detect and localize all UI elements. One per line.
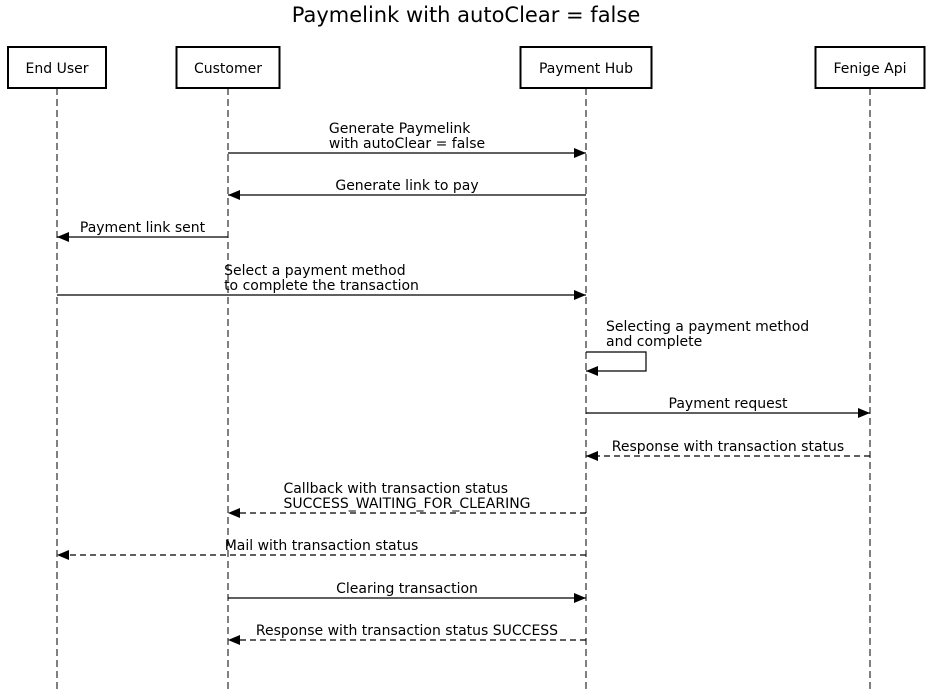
participant-box bbox=[814, 46, 926, 89]
participant-label: Fenige Api bbox=[834, 61, 907, 77]
message-label: Payment link sent bbox=[80, 220, 206, 236]
participant-box bbox=[519, 46, 653, 89]
message-2: Generate link to pay bbox=[228, 178, 586, 200]
participant-label: End User bbox=[26, 61, 89, 77]
message-7: Response with transaction status bbox=[586, 439, 870, 461]
message-label: Payment request bbox=[669, 396, 788, 412]
message-label: Generate link to pay bbox=[335, 178, 478, 194]
message-11: Response with transaction status SUCCESS bbox=[228, 623, 586, 645]
message-label: Select a payment method bbox=[224, 263, 406, 279]
message-8: Callback with transaction statusSUCCESS_… bbox=[228, 481, 586, 518]
message-label: SUCCESS_WAITING_FOR_CLEARING bbox=[283, 496, 530, 512]
message-label: Response with transaction status SUCCESS bbox=[256, 623, 558, 639]
message-label: Mail with transaction status bbox=[225, 538, 419, 554]
participant-end-user: End User bbox=[7, 46, 107, 89]
message-label: and complete bbox=[606, 334, 702, 350]
message-label: to complete the transaction bbox=[224, 278, 419, 294]
participant-label: Payment Hub bbox=[539, 61, 633, 77]
participant-customer: Customer bbox=[175, 46, 281, 89]
participant-box bbox=[175, 46, 281, 89]
diagram-title: Paymelink with autoClear = false bbox=[292, 3, 641, 27]
message-3: Payment link sent bbox=[57, 220, 228, 242]
participant-box bbox=[7, 46, 107, 89]
message-6: Payment request bbox=[586, 396, 870, 418]
participant-fenige-api: Fenige Api bbox=[814, 46, 926, 89]
message-label: Clearing transaction bbox=[336, 581, 478, 597]
message-label: Response with transaction status bbox=[612, 439, 844, 455]
message-9: Mail with transaction status bbox=[57, 538, 586, 560]
message-label: with autoClear = false bbox=[329, 136, 485, 152]
participant-label: Customer bbox=[194, 61, 262, 77]
message-10: Clearing transaction bbox=[228, 581, 586, 603]
message-label: Generate Paymelink bbox=[329, 121, 471, 137]
participant-payment-hub: Payment Hub bbox=[519, 46, 653, 89]
message-label: Selecting a payment method bbox=[606, 319, 809, 335]
lifelines bbox=[56, 88, 871, 693]
participants: End User Customer Payment Hub Fenige Api bbox=[7, 46, 926, 89]
message-arrow bbox=[586, 351, 647, 376]
message-label: Callback with transaction status bbox=[283, 481, 508, 497]
